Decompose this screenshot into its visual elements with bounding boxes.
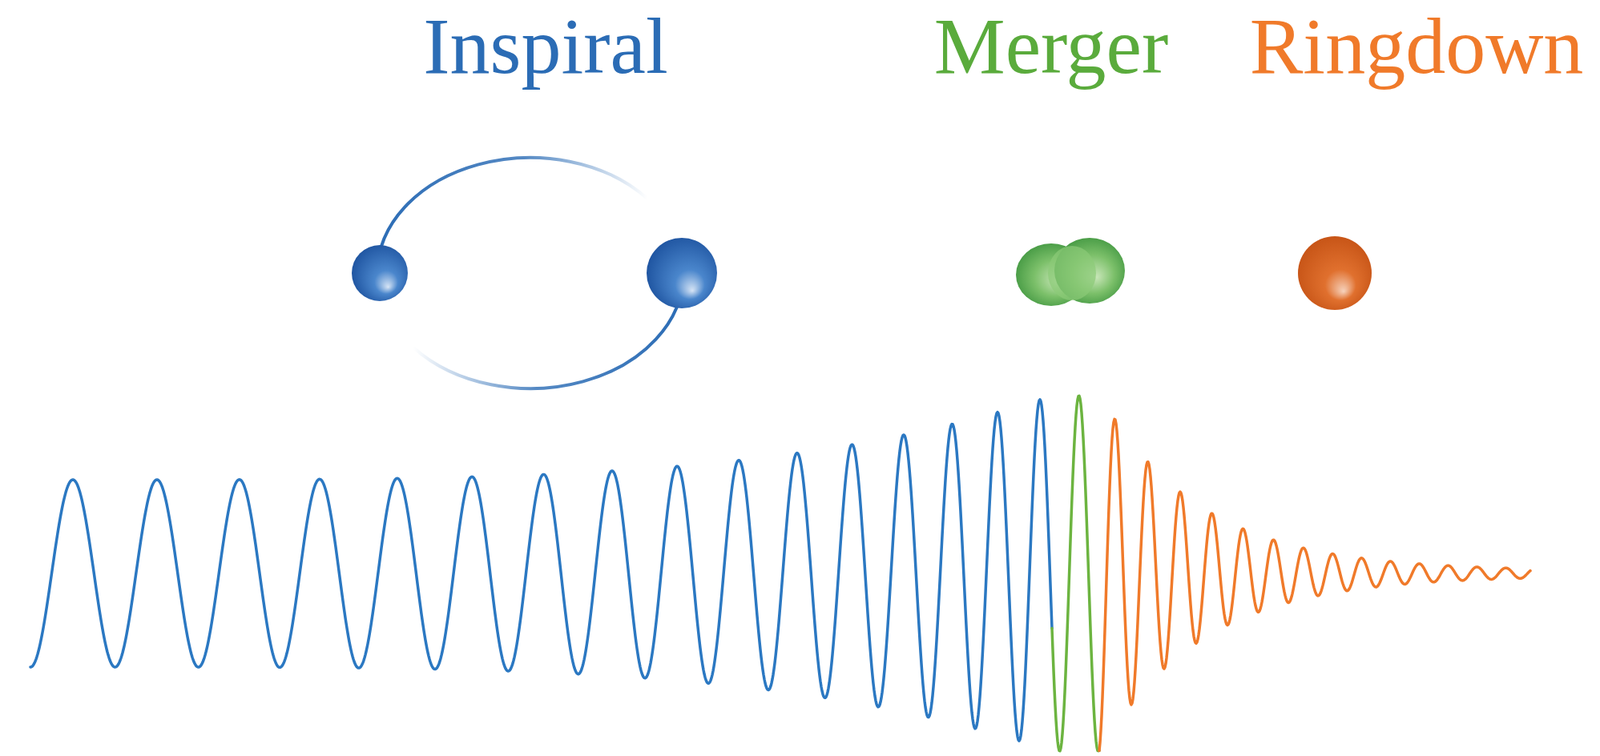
waveform-segment [1099, 419, 1531, 751]
binary-orbit [351, 157, 718, 389]
waveform-segment [30, 399, 1052, 742]
black-hole [351, 245, 408, 302]
blob-lobe [1047, 245, 1097, 301]
waveform-segment [1051, 395, 1100, 751]
black-hole [646, 237, 718, 309]
orbit-arc [377, 157, 648, 274]
phase-label: Merger [934, 6, 1169, 87]
phase-label-holder: Inspiral [423, 6, 668, 87]
phase-label: Ringdown [1249, 6, 1584, 87]
phase-label: Inspiral [423, 6, 668, 87]
waveform [30, 395, 1531, 751]
orbit-arc [413, 273, 684, 389]
merging-blob [1015, 237, 1125, 307]
phase-label-holder: Merger [934, 6, 1169, 87]
remnant-black-hole [1297, 236, 1372, 311]
phase-label-holder: Ringdown [1249, 6, 1584, 87]
